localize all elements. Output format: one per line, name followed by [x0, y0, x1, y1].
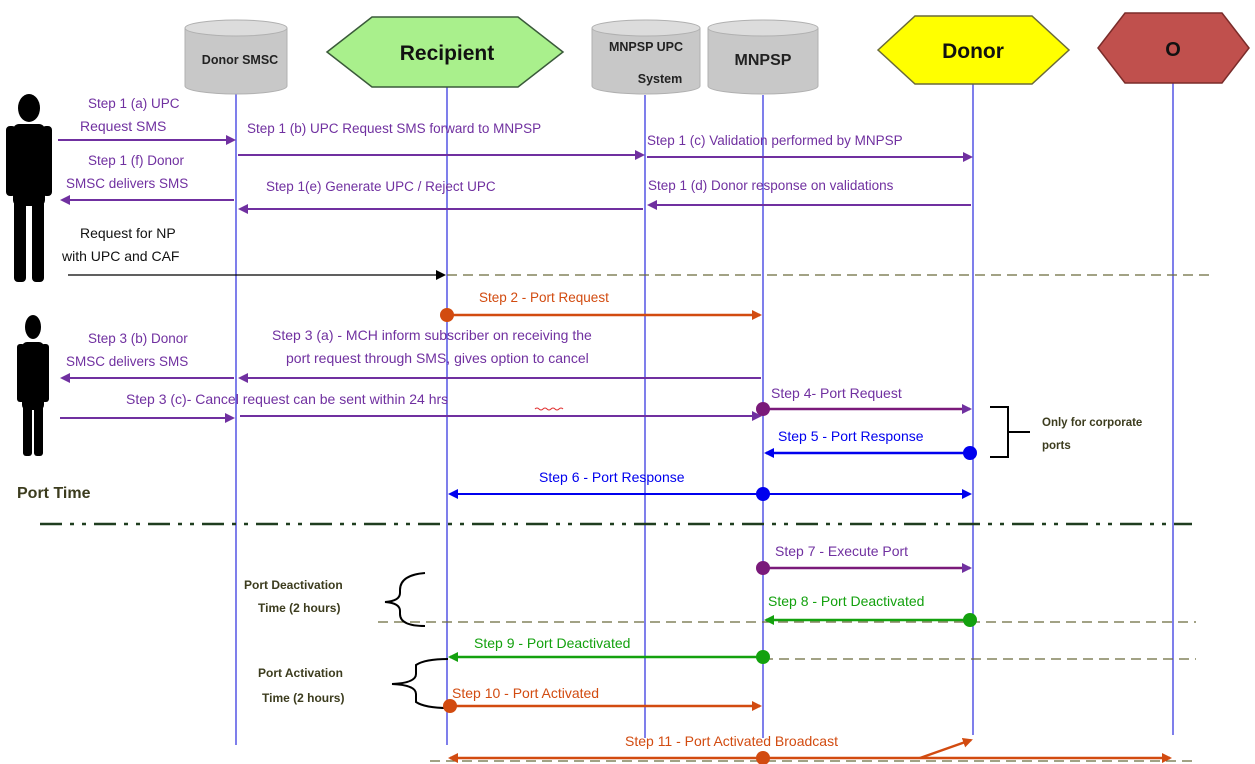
spellcheck-underline — [534, 407, 564, 411]
label-deactivation: Time (2 hours) — [258, 601, 340, 615]
activation-brace: Port Activation Time (2 hours) — [258, 658, 449, 709]
corporate-bracket: Only for corporate ports — [990, 406, 1142, 458]
label-step-3a: Step 3 (a) - MCH inform subscriber on re… — [272, 327, 592, 343]
label-corporate: ports — [1042, 440, 1071, 452]
label-step-1f: Step 1 (f) Donor — [88, 153, 185, 168]
step-1-messages: Step 1 (a) UPC Request SMS Step 1 (b) UP… — [58, 96, 973, 214]
label-step-7: Step 7 - Execute Port — [775, 543, 908, 559]
participant-label: MNPSP UPC — [609, 40, 683, 54]
label-activation: Time (2 hours) — [262, 691, 344, 705]
label-step-10: Step 10 - Port Activated — [452, 685, 599, 701]
participant-label: O — [1165, 39, 1181, 61]
participant-mnpsp-upc-system: MNPSP UPC System — [591, 19, 701, 95]
label-step-8: Step 8 - Port Deactivated — [768, 593, 924, 609]
step-9: Step 9 - Port Deactivated — [448, 635, 770, 664]
label-step-2: Step 2 - Port Request — [479, 290, 609, 305]
lifelines — [235, 70, 1174, 745]
label-step-3b: SMSC delivers SMS — [66, 354, 188, 369]
participant-mnpsp: MNPSP — [707, 19, 819, 95]
step-5: Step 5 - Port Response — [764, 428, 977, 460]
participant-label: Donor — [942, 40, 1004, 63]
participant-donor: Donor — [876, 15, 1071, 85]
label-step-1a: Step 1 (a) UPC — [88, 96, 180, 111]
label-step-3a: port request through SMS, gives option t… — [286, 350, 589, 366]
label-deactivation: Port Deactivation — [244, 578, 343, 592]
subscriber-icon — [17, 315, 49, 456]
step-2: Step 2 - Port Request — [440, 290, 762, 322]
label-step-11: Step 11 - Port Activated Broadcast — [625, 733, 838, 749]
participant-label: Donor SMSC — [202, 53, 278, 67]
label-step-5: Step 5 - Port Response — [778, 428, 924, 444]
step-11: Step 11 - Port Activated Broadcast — [448, 733, 1172, 764]
label-np-request: with UPC and CAF — [61, 248, 179, 264]
arrow-step-11-donor — [919, 737, 973, 760]
step-6: Step 6 - Port Response — [448, 469, 972, 501]
label-port-time: Port Time — [17, 485, 91, 502]
label-step-1d: Step 1 (d) Donor response on validations — [648, 178, 894, 193]
participant-recipient: Recipient — [325, 16, 565, 88]
label-step-1c: Step 1 (c) Validation performed by MNPSP — [647, 133, 903, 148]
message-origin-dot — [756, 751, 770, 764]
participant-label: System — [638, 72, 682, 86]
label-np-request: Request for NP — [80, 225, 176, 241]
label-activation: Port Activation — [258, 666, 343, 680]
step-7: Step 7 - Execute Port — [756, 543, 972, 575]
np-request: Request for NP with UPC and CAF — [61, 225, 446, 280]
step-10: Step 10 - Port Activated — [443, 685, 762, 713]
label-step-6: Step 6 - Port Response — [539, 469, 685, 485]
label-step-3c: Step 3 (c)- Cancel request can be sent w… — [126, 391, 448, 407]
label-step-3b: Step 3 (b) Donor — [88, 331, 188, 346]
label-step-1b: Step 1 (b) UPC Request SMS forward to MN… — [247, 121, 541, 136]
label-step-1e: Step 1(e) Generate UPC / Reject UPC — [266, 179, 496, 194]
step-8: Step 8 - Port Deactivated — [764, 593, 977, 627]
participant-other: O — [1097, 12, 1250, 84]
step-3-messages: Step 3 (b) Donor SMSC delivers SMS Step … — [60, 327, 762, 423]
participant-label: MNPSP — [735, 52, 792, 69]
subscriber-icon — [6, 94, 52, 282]
label-step-1f: SMSC delivers SMS — [66, 176, 188, 191]
separators — [40, 274, 1215, 762]
label-step-1a: Request SMS — [80, 118, 166, 134]
label-corporate: Only for corporate — [1042, 417, 1142, 429]
participant-label: Recipient — [400, 42, 495, 65]
label-step-4: Step 4- Port Request — [771, 385, 902, 401]
deactivation-brace: Port Deactivation Time (2 hours) — [244, 572, 426, 627]
participant-donor-smsc: Donor SMSC — [184, 19, 288, 95]
step-4: Step 4- Port Request — [756, 385, 972, 416]
label-step-9: Step 9 - Port Deactivated — [474, 635, 630, 651]
